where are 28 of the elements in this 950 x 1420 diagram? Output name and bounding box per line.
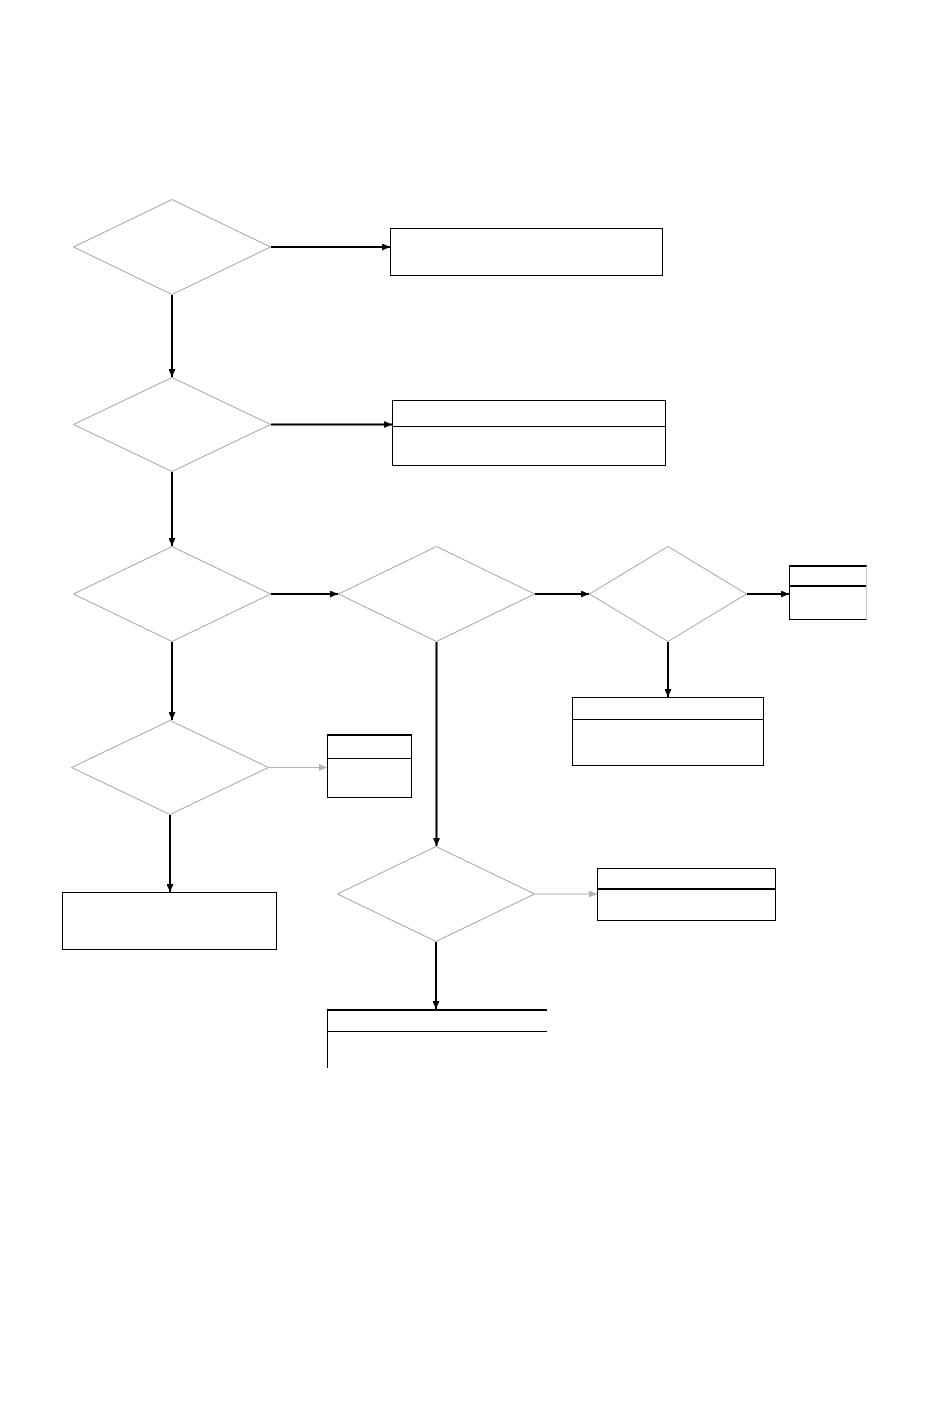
process-box	[62, 892, 277, 950]
arrow	[534, 890, 598, 898]
arrow	[168, 641, 176, 721]
decision-diamond	[73, 199, 271, 295]
arrow	[664, 641, 672, 698]
decision-diamond	[73, 546, 271, 642]
arrow	[270, 590, 339, 598]
arrow	[534, 590, 590, 598]
arrow	[270, 421, 393, 428]
arrow	[268, 764, 328, 771]
process-box	[390, 228, 663, 276]
process-box	[572, 697, 764, 766]
arrow	[168, 294, 176, 378]
decision-diamond	[73, 377, 271, 472]
arrow	[270, 243, 391, 251]
process-box	[789, 565, 867, 620]
decision-diamond	[71, 720, 269, 815]
decision-diamond	[589, 546, 747, 642]
arrow	[166, 814, 174, 893]
decision-diamond	[338, 546, 535, 642]
arrow	[168, 471, 176, 547]
process-box	[597, 868, 776, 921]
arrow	[746, 590, 790, 598]
decision-diamond	[337, 846, 535, 942]
process-box	[392, 400, 666, 466]
arrow	[432, 941, 440, 1010]
process-box	[327, 734, 412, 798]
arrow	[433, 641, 440, 847]
